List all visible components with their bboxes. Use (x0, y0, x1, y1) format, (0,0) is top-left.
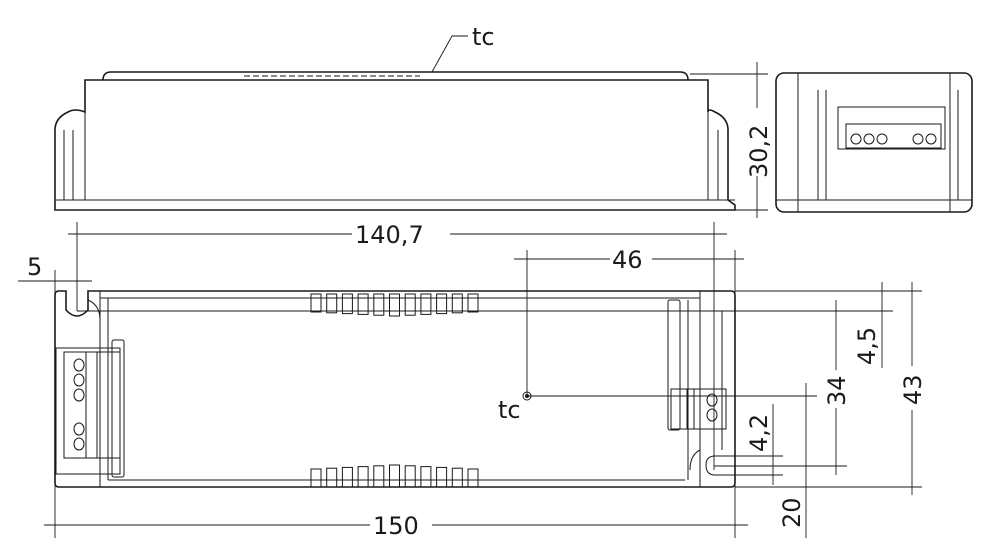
cooling-fin (310, 293, 322, 313)
cooling-fin (467, 468, 479, 488)
cooling-fin (467, 293, 479, 313)
mount-spacing-label: 140,7 (355, 221, 424, 249)
mount-spacing-dimension (68, 222, 727, 470)
slot-width-dimension (735, 404, 783, 485)
tc-y-dimension (714, 300, 847, 475)
tc-x-dimension (514, 250, 744, 538)
tc-label-top: tc (498, 396, 521, 424)
tc-leader-line (431, 35, 468, 73)
side-view (775, 72, 973, 213)
cooling-fin (341, 466, 353, 488)
cooling-fins-bottom (310, 464, 479, 488)
cooling-fin (341, 293, 353, 315)
length-label: 150 (373, 512, 419, 540)
tc-y-label: 34 (823, 375, 851, 406)
width-label: 43 (899, 374, 927, 405)
cooling-fin (373, 293, 385, 316)
cooling-fin (436, 466, 448, 488)
slot-top-label: 4,5 (853, 327, 881, 365)
cooling-fin (389, 464, 400, 488)
cooling-fin (451, 467, 463, 488)
hole-offset-label: 5 (27, 253, 42, 281)
cooling-fin (326, 467, 338, 488)
slot-width-label: 4,2 (745, 414, 773, 452)
top-view (54, 290, 736, 488)
cooling-fin (404, 293, 416, 316)
cooling-fin (357, 293, 369, 315)
cooling-fin (389, 293, 400, 317)
height-dimension (690, 62, 768, 218)
cooling-fin (420, 466, 432, 488)
cooling-fin (451, 293, 463, 314)
cooling-fin (310, 468, 322, 488)
front-view (54, 71, 736, 211)
width-dimension (735, 282, 922, 495)
tc-label-front: tc (472, 23, 495, 51)
slot-top-dimension (735, 282, 893, 368)
cooling-fins-top (310, 293, 479, 317)
cooling-fin (357, 466, 369, 488)
cooling-fin (436, 293, 448, 315)
cooling-fin (373, 465, 385, 488)
cooling-fin (420, 293, 432, 315)
tc-x-label: 46 (612, 246, 643, 274)
cooling-fin (404, 465, 416, 488)
slot-y-label: 20 (778, 497, 806, 528)
hole-offset-dimension (18, 270, 92, 538)
height-label: 30,2 (745, 125, 773, 178)
cooling-fin (326, 293, 338, 314)
